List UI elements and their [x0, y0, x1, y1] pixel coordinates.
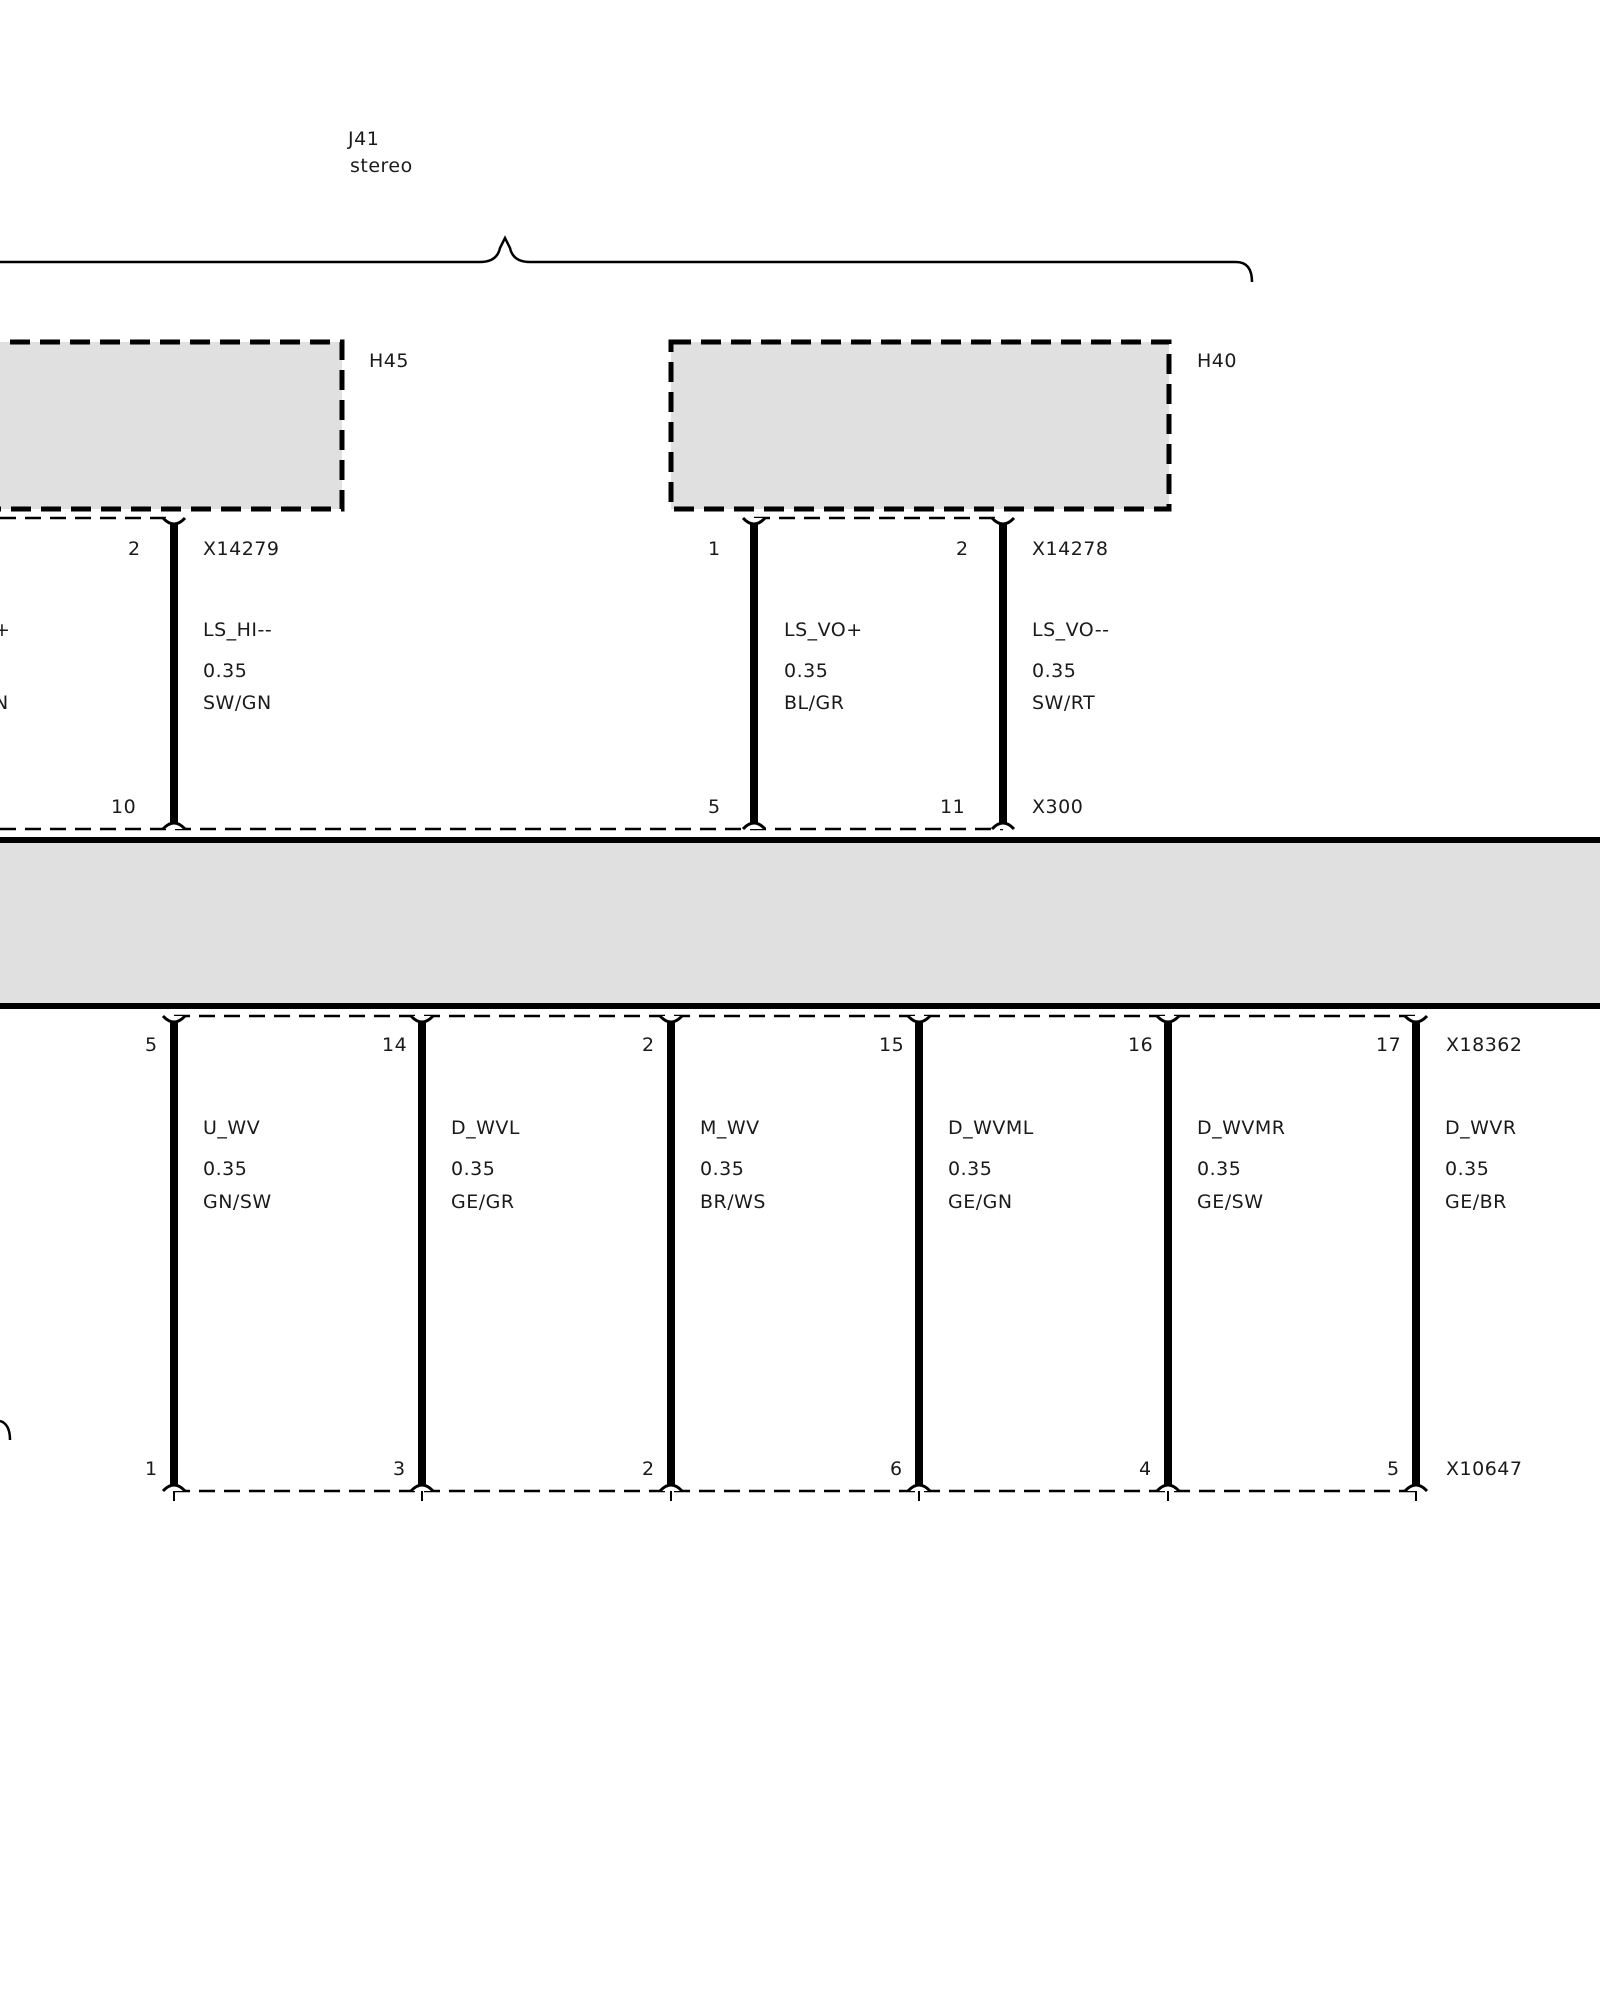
terminal-top-d-wvml [906, 1014, 932, 1024]
signal-d-wvl: D_WVL [451, 1117, 520, 1139]
size-d-wvr: 0.35 [1445, 1158, 1489, 1180]
pin-bottom-d-wvmr: 4 [1139, 1458, 1152, 1480]
terminal-bottom-d-wvr [1403, 1483, 1429, 1493]
size-ls-vo-minus: 0.35 [1032, 660, 1076, 682]
signal-u-wv: U_WV [203, 1117, 260, 1139]
signal-d-wvmr: D_WVMR [1197, 1117, 1286, 1139]
terminal-top-d-wvl [409, 1014, 435, 1024]
pin-bottom-d-wvr: 5 [1387, 1458, 1400, 1480]
color-d-wvmr: GE/SW [1197, 1191, 1263, 1213]
terminal-top-m-wv [658, 1014, 684, 1024]
component-h40-box [668, 339, 1172, 512]
pin-top-m-wv: 2 [642, 1034, 655, 1056]
terminal-bottom-d-wvml [906, 1483, 932, 1493]
size-d-wvl: 0.35 [451, 1158, 495, 1180]
connector-x300-label: X300 [1032, 796, 1083, 818]
size-u-wv: 0.35 [203, 1158, 247, 1180]
pin-top-d-wvr: 17 [1376, 1034, 1401, 1056]
component-h45-box [0, 339, 345, 512]
bottom-wires [161, 1014, 1429, 1501]
terminal-bottom-u-wv [161, 1483, 187, 1493]
size-ls-hi-minus: 0.35 [203, 660, 247, 682]
partial-signal-label: + [0, 619, 10, 641]
connector-x10647-label: X10647 [1446, 1458, 1522, 1480]
top-terminals [161, 516, 1016, 831]
color-d-wvml: GE/GN [948, 1191, 1013, 1213]
component-h40-label: H40 [1197, 350, 1237, 372]
module-bus [0, 840, 1600, 1006]
connector-x14279-label: X14279 [203, 538, 279, 560]
component-h45-label: H45 [369, 350, 409, 372]
bottom-labels: 51U_WV0.35GN/SW143D_WVL0.35GE/GR22M_WV0.… [145, 1034, 1517, 1480]
pin-x300-11: 11 [940, 796, 965, 818]
color-ls-hi-minus: SW/GN [203, 692, 272, 714]
terminal-bottom-d-wvl [409, 1483, 435, 1493]
pin-bottom-d-wvml: 6 [890, 1458, 903, 1480]
color-ls-vo-plus: BL/GR [784, 692, 844, 714]
partial-color-label: N [0, 692, 9, 714]
signal-d-wvr: D_WVR [1445, 1117, 1517, 1139]
signal-ls-hi-minus: LS_HI-- [203, 619, 272, 641]
color-d-wvr: GE/BR [1445, 1191, 1507, 1213]
size-d-wvmr: 0.35 [1197, 1158, 1241, 1180]
partial-arc [0, 1419, 12, 1441]
color-d-wvl: GE/GR [451, 1191, 515, 1213]
signal-ls-vo-plus: LS_VO+ [784, 619, 863, 641]
pin-x14278-2: 2 [956, 538, 969, 560]
size-ls-vo-plus: 0.35 [784, 660, 828, 682]
pin-bottom-d-wvl: 3 [393, 1458, 406, 1480]
terminal-bottom-m-wv [658, 1483, 684, 1493]
pin-bottom-m-wv: 2 [642, 1458, 655, 1480]
size-m-wv: 0.35 [700, 1158, 744, 1180]
connector-x14278-label: X14278 [1032, 538, 1108, 560]
size-d-wvml: 0.35 [948, 1158, 992, 1180]
color-m-wv: BR/WS [700, 1191, 766, 1213]
group-brace [0, 235, 1254, 283]
terminal-bottom-d-wvmr [1155, 1483, 1181, 1493]
pin-top-d-wvl: 14 [382, 1034, 407, 1056]
color-u-wv: GN/SW [203, 1191, 272, 1213]
terminal-top-u-wv [161, 1014, 187, 1024]
pin-x300-5: 5 [708, 796, 721, 818]
pin-x300-10: 10 [111, 796, 136, 818]
connector-x18362-label: X18362 [1446, 1034, 1522, 1056]
signal-ls-vo-minus: LS_VO-- [1032, 619, 1110, 641]
group-name: stereo [350, 155, 413, 177]
color-ls-vo-minus: SW/RT [1032, 692, 1095, 714]
pin-x14278-1: 1 [708, 538, 721, 560]
group-id: J41 [347, 128, 379, 150]
pin-top-u-wv: 5 [145, 1034, 158, 1056]
pin-x14279-2: 2 [128, 538, 141, 560]
terminal-top-d-wvr [1403, 1014, 1429, 1024]
signal-d-wvml: D_WVML [948, 1117, 1034, 1139]
signal-m-wv: M_WV [700, 1117, 760, 1139]
terminal-top-d-wvmr [1155, 1014, 1181, 1024]
pin-top-d-wvml: 15 [879, 1034, 904, 1056]
pin-bottom-u-wv: 1 [145, 1458, 158, 1480]
pin-top-d-wvmr: 16 [1128, 1034, 1153, 1056]
